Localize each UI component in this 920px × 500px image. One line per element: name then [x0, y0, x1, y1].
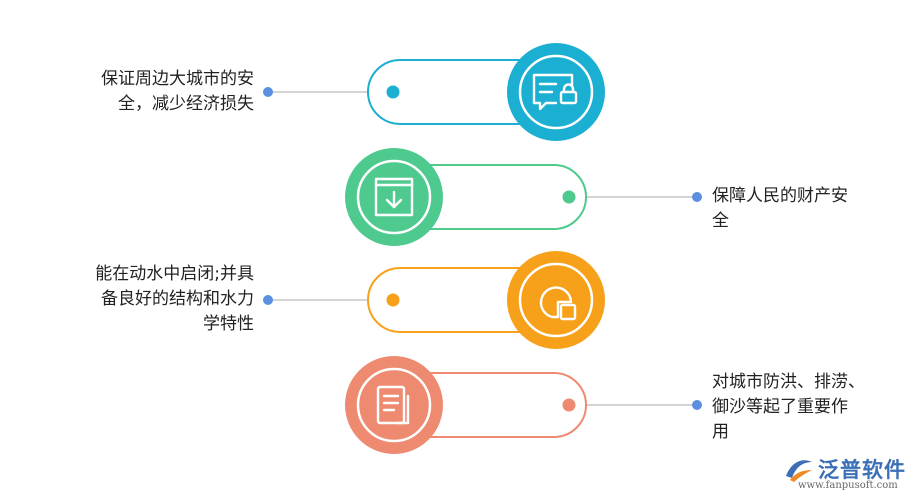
item-1 — [263, 43, 605, 141]
item-2-text: 保障人民的财产安 全 — [712, 186, 848, 231]
brand-url: www.fanpusoft.com — [798, 480, 898, 491]
connector-dot-3 — [263, 295, 273, 305]
connector-dot-2 — [692, 192, 702, 202]
download-box-icon — [374, 177, 414, 217]
icon-ring-3 — [518, 262, 594, 338]
shape-square-icon — [539, 286, 577, 321]
item-1-text: 保证周边大城市的安 全，减少经济损失 — [101, 69, 254, 114]
brand-logo-icon — [786, 460, 812, 482]
icon-circle-1 — [507, 43, 605, 141]
item-2 — [345, 148, 702, 246]
icon-ring-1 — [518, 54, 594, 130]
item-3-text: 能在动水中启闭;并具 备良好的结构和水力 学特性 — [95, 264, 254, 334]
pill-dot-3 — [386, 293, 400, 307]
item-3 — [263, 251, 605, 349]
pill-dot-4 — [562, 398, 576, 412]
chat-lock-icon — [532, 73, 578, 111]
item-4 — [345, 356, 702, 454]
document-icon — [376, 385, 410, 425]
pill-dot-1 — [386, 85, 400, 99]
item-4-text: 对城市防洪、排涝、 御沙等起了重要作 用 — [712, 372, 865, 442]
brand-logo: 泛普软件 www.fanpusoft.com — [782, 454, 912, 494]
brand-name: 泛普软件 — [818, 458, 906, 482]
icon-ring-4 — [356, 367, 432, 443]
icon-ring-2 — [356, 159, 432, 235]
connector-dot-1 — [263, 87, 273, 97]
icon-circle-4 — [345, 356, 443, 454]
pill-dot-2 — [562, 190, 576, 204]
icon-circle-3 — [507, 251, 605, 349]
connector-dot-4 — [692, 400, 702, 410]
